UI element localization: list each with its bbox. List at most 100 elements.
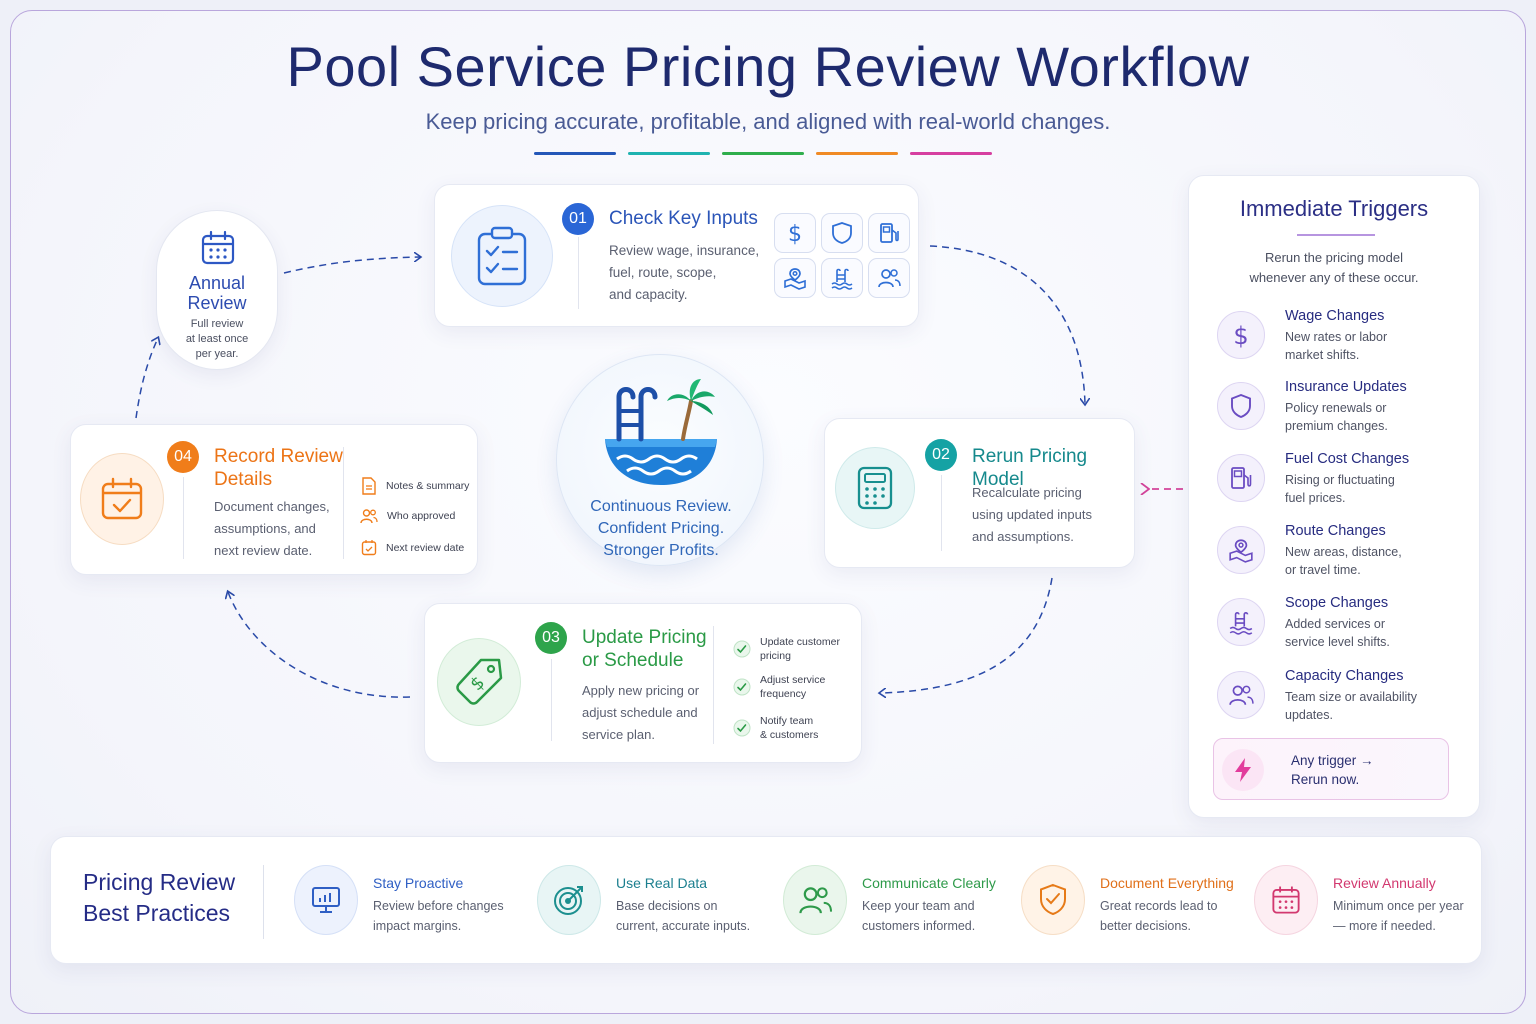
color-bar-blue <box>534 152 616 155</box>
practice-communicate-clearly-desc-line2: customers informed. <box>862 919 976 933</box>
step3-number-badge: 03 <box>535 622 567 654</box>
practice-document-everything-desc-line1: Great records lead to <box>1100 899 1218 913</box>
trigger-route-title: Route Changes <box>1285 523 1386 539</box>
trigger-insurance-title: Insurance Updates <box>1285 379 1407 395</box>
step2-icon-circle <box>835 447 915 529</box>
lightning-icon <box>1222 749 1264 791</box>
trigger-scope: Scope Changes Added services or service l… <box>1217 595 1477 657</box>
trigger-route-desc-line1: New areas, distance, <box>1285 545 1402 559</box>
step4-divider <box>183 477 184 559</box>
color-bar-green <box>722 152 804 155</box>
team-icon <box>1217 671 1265 719</box>
title-color-bars <box>534 152 992 155</box>
triggers-desc: Rerun the pricing model whenever any of … <box>1189 248 1479 288</box>
best-practices-separator <box>263 865 264 939</box>
center-tagline: Continuous Review. Confident Pricing. St… <box>556 496 766 562</box>
trigger-route: Route Changes New areas, distance, or tra… <box>1217 523 1477 585</box>
checklist-icon <box>477 226 527 286</box>
step1-desc-line2: fuel, route, scope, <box>609 265 717 280</box>
practice-review-annually-title: Review Annually <box>1333 875 1436 891</box>
step2-desc-line2: using updated inputs <box>972 507 1092 522</box>
calendar-icon <box>201 230 235 265</box>
page-title: Pool Service Pricing Review Workflow <box>286 35 1250 98</box>
practice-stay-proactive-desc: Review before changes impact margins. <box>373 896 504 936</box>
any-trigger-line2: Rerun now. <box>1291 772 1360 787</box>
trigger-route-desc-line2: or travel time. <box>1285 563 1361 577</box>
trigger-scope-desc-line1: Added services or <box>1285 617 1386 631</box>
trigger-capacity: Capacity Changes Team size or availabili… <box>1217 668 1477 730</box>
trigger-capacity-desc-line1: Team size or availability <box>1285 690 1417 704</box>
practice-stay-proactive-desc-line1: Review before changes <box>373 899 504 913</box>
annual-title-line2: Review <box>187 293 247 313</box>
calendar-icon <box>1254 865 1318 935</box>
step3-title: Update Pricing or Schedule <box>582 626 707 672</box>
trigger-scope-title: Scope Changes <box>1285 595 1389 611</box>
triggers-heading: Immediate Triggers <box>1239 196 1429 221</box>
step4-divider-right <box>343 447 344 559</box>
step3-desc-line3: service plan. <box>582 727 655 742</box>
step3-desc-line1: Apply new pricing or <box>582 683 700 698</box>
shield-icon <box>1217 382 1265 430</box>
color-bar-pink <box>910 152 992 155</box>
step3-divider <box>551 659 552 741</box>
practice-communicate-clearly-desc-line1: Keep your team and <box>862 899 975 913</box>
step3-divider-right <box>713 626 714 744</box>
fuel-icon <box>868 213 910 253</box>
svg-text:$: $ <box>788 222 802 246</box>
step3-card: $ 03 Update Pricing or Schedule Apply ne… <box>424 603 862 763</box>
step4-item-notes-label: Notes & summary <box>386 480 470 492</box>
step4-number-badge: 04 <box>167 441 199 473</box>
annual-desc-line3: per year. <box>195 348 239 360</box>
color-bar-teal <box>628 152 710 155</box>
dollar-icon: $ <box>774 213 816 253</box>
route-map-icon <box>774 258 816 298</box>
triggers-desc-line1: Rerun the pricing model <box>1264 250 1404 265</box>
calendar-check-icon <box>361 540 377 556</box>
best-practices-heading-line1: Pricing Review <box>83 869 236 895</box>
step3-icon-circle: $ <box>437 638 521 726</box>
step4-desc-line2: assumptions, and <box>214 521 316 536</box>
page-subtitle: Keep pricing accurate, profitable, and a… <box>425 109 1111 134</box>
step3-title-line2: or Schedule <box>582 650 684 671</box>
trigger-fuel-title: Fuel Cost Changes <box>1285 451 1410 467</box>
step1-desc: Review wage, insurance, fuel, route, sco… <box>609 240 759 306</box>
step2-title: Rerun Pricing Model <box>972 446 1088 490</box>
route-map-icon <box>1217 526 1265 574</box>
triggers-desc-line2: whenever any of these occur. <box>1249 270 1419 285</box>
trigger-capacity-title: Capacity Changes <box>1285 668 1404 684</box>
annual-review-title: Annual Review <box>157 273 277 313</box>
step3-check-3-line2: & customers <box>760 729 819 741</box>
step1-title: Check Key Inputs <box>609 208 758 229</box>
step4-desc-line3: next review date. <box>214 543 313 558</box>
practice-stay-proactive-desc-line2: impact margins. <box>373 919 462 933</box>
shield-icon <box>821 213 863 253</box>
practice-communicate-clearly-title: Communicate Clearly <box>862 875 996 891</box>
trigger-route-desc: New areas, distance, or travel time. <box>1285 543 1475 579</box>
team-icon <box>868 258 910 298</box>
step4-item-next-date: Next review date <box>361 539 464 556</box>
step3-check-3-line1: Notify team <box>760 715 814 727</box>
trigger-scope-desc-line2: service level shifts. <box>1285 635 1390 649</box>
step1-icon-circle <box>451 205 553 307</box>
immediate-triggers-panel: Immediate Triggers Rerun the pricing mod… <box>1188 175 1480 818</box>
fuel-icon <box>1217 454 1265 502</box>
practice-communicate-clearly-desc: Keep your team and customers informed. <box>862 896 975 936</box>
annual-desc-line2: at least once <box>185 333 249 345</box>
step4-desc: Document changes, assumptions, and next … <box>214 496 330 562</box>
step1-number-badge: 01 <box>562 203 594 235</box>
shield-check-icon <box>1021 865 1085 935</box>
step4-desc-line1: Document changes, <box>214 499 330 514</box>
step3-check-1-line1: Update customer <box>760 636 840 648</box>
any-trigger-callout: Any trigger → Rerun now. <box>1213 738 1449 800</box>
annual-desc-line1: Full review <box>190 318 244 330</box>
step4-item-notes: Notes & summary <box>361 477 469 495</box>
step4-title: Record Review Details <box>214 445 343 491</box>
center-pool-emblem <box>556 354 764 566</box>
practice-use-real-data-desc-line1: Base decisions on <box>616 899 718 913</box>
target-icon <box>537 865 601 935</box>
